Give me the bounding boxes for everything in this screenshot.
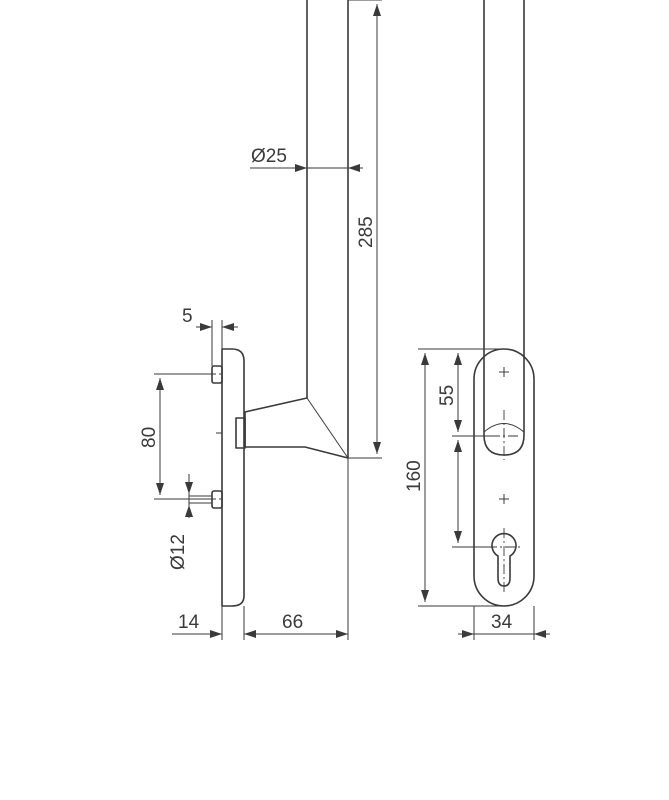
dim-screw-spacing: 80 xyxy=(139,427,160,448)
front-view: 160 55 34 xyxy=(404,0,550,640)
dim-projection: 66 xyxy=(282,612,303,633)
neck-diagonal xyxy=(306,397,349,459)
back-plate-outline xyxy=(221,348,245,607)
screw-boss-top xyxy=(211,365,223,384)
handle-lever-outline xyxy=(244,0,349,459)
dim-spindle-offset: 55 xyxy=(437,385,458,406)
dim-plate-offset: 5 xyxy=(182,306,193,327)
dim-plate-width: 34 xyxy=(491,612,513,633)
screw-boss-bottom xyxy=(211,490,223,509)
dim-handle-length: 285 xyxy=(356,216,377,248)
dim-screw-diameter: Ø12 xyxy=(168,534,189,570)
dim-plate-length: 160 xyxy=(404,460,425,492)
keyhole xyxy=(491,532,517,587)
rose xyxy=(235,417,246,449)
dim-handle-diameter: Ø25 xyxy=(251,146,287,167)
side-view: Ø25 285 5 80 Ø12 14 66 xyxy=(139,0,382,640)
dim-plate-thickness: 14 xyxy=(178,612,200,633)
